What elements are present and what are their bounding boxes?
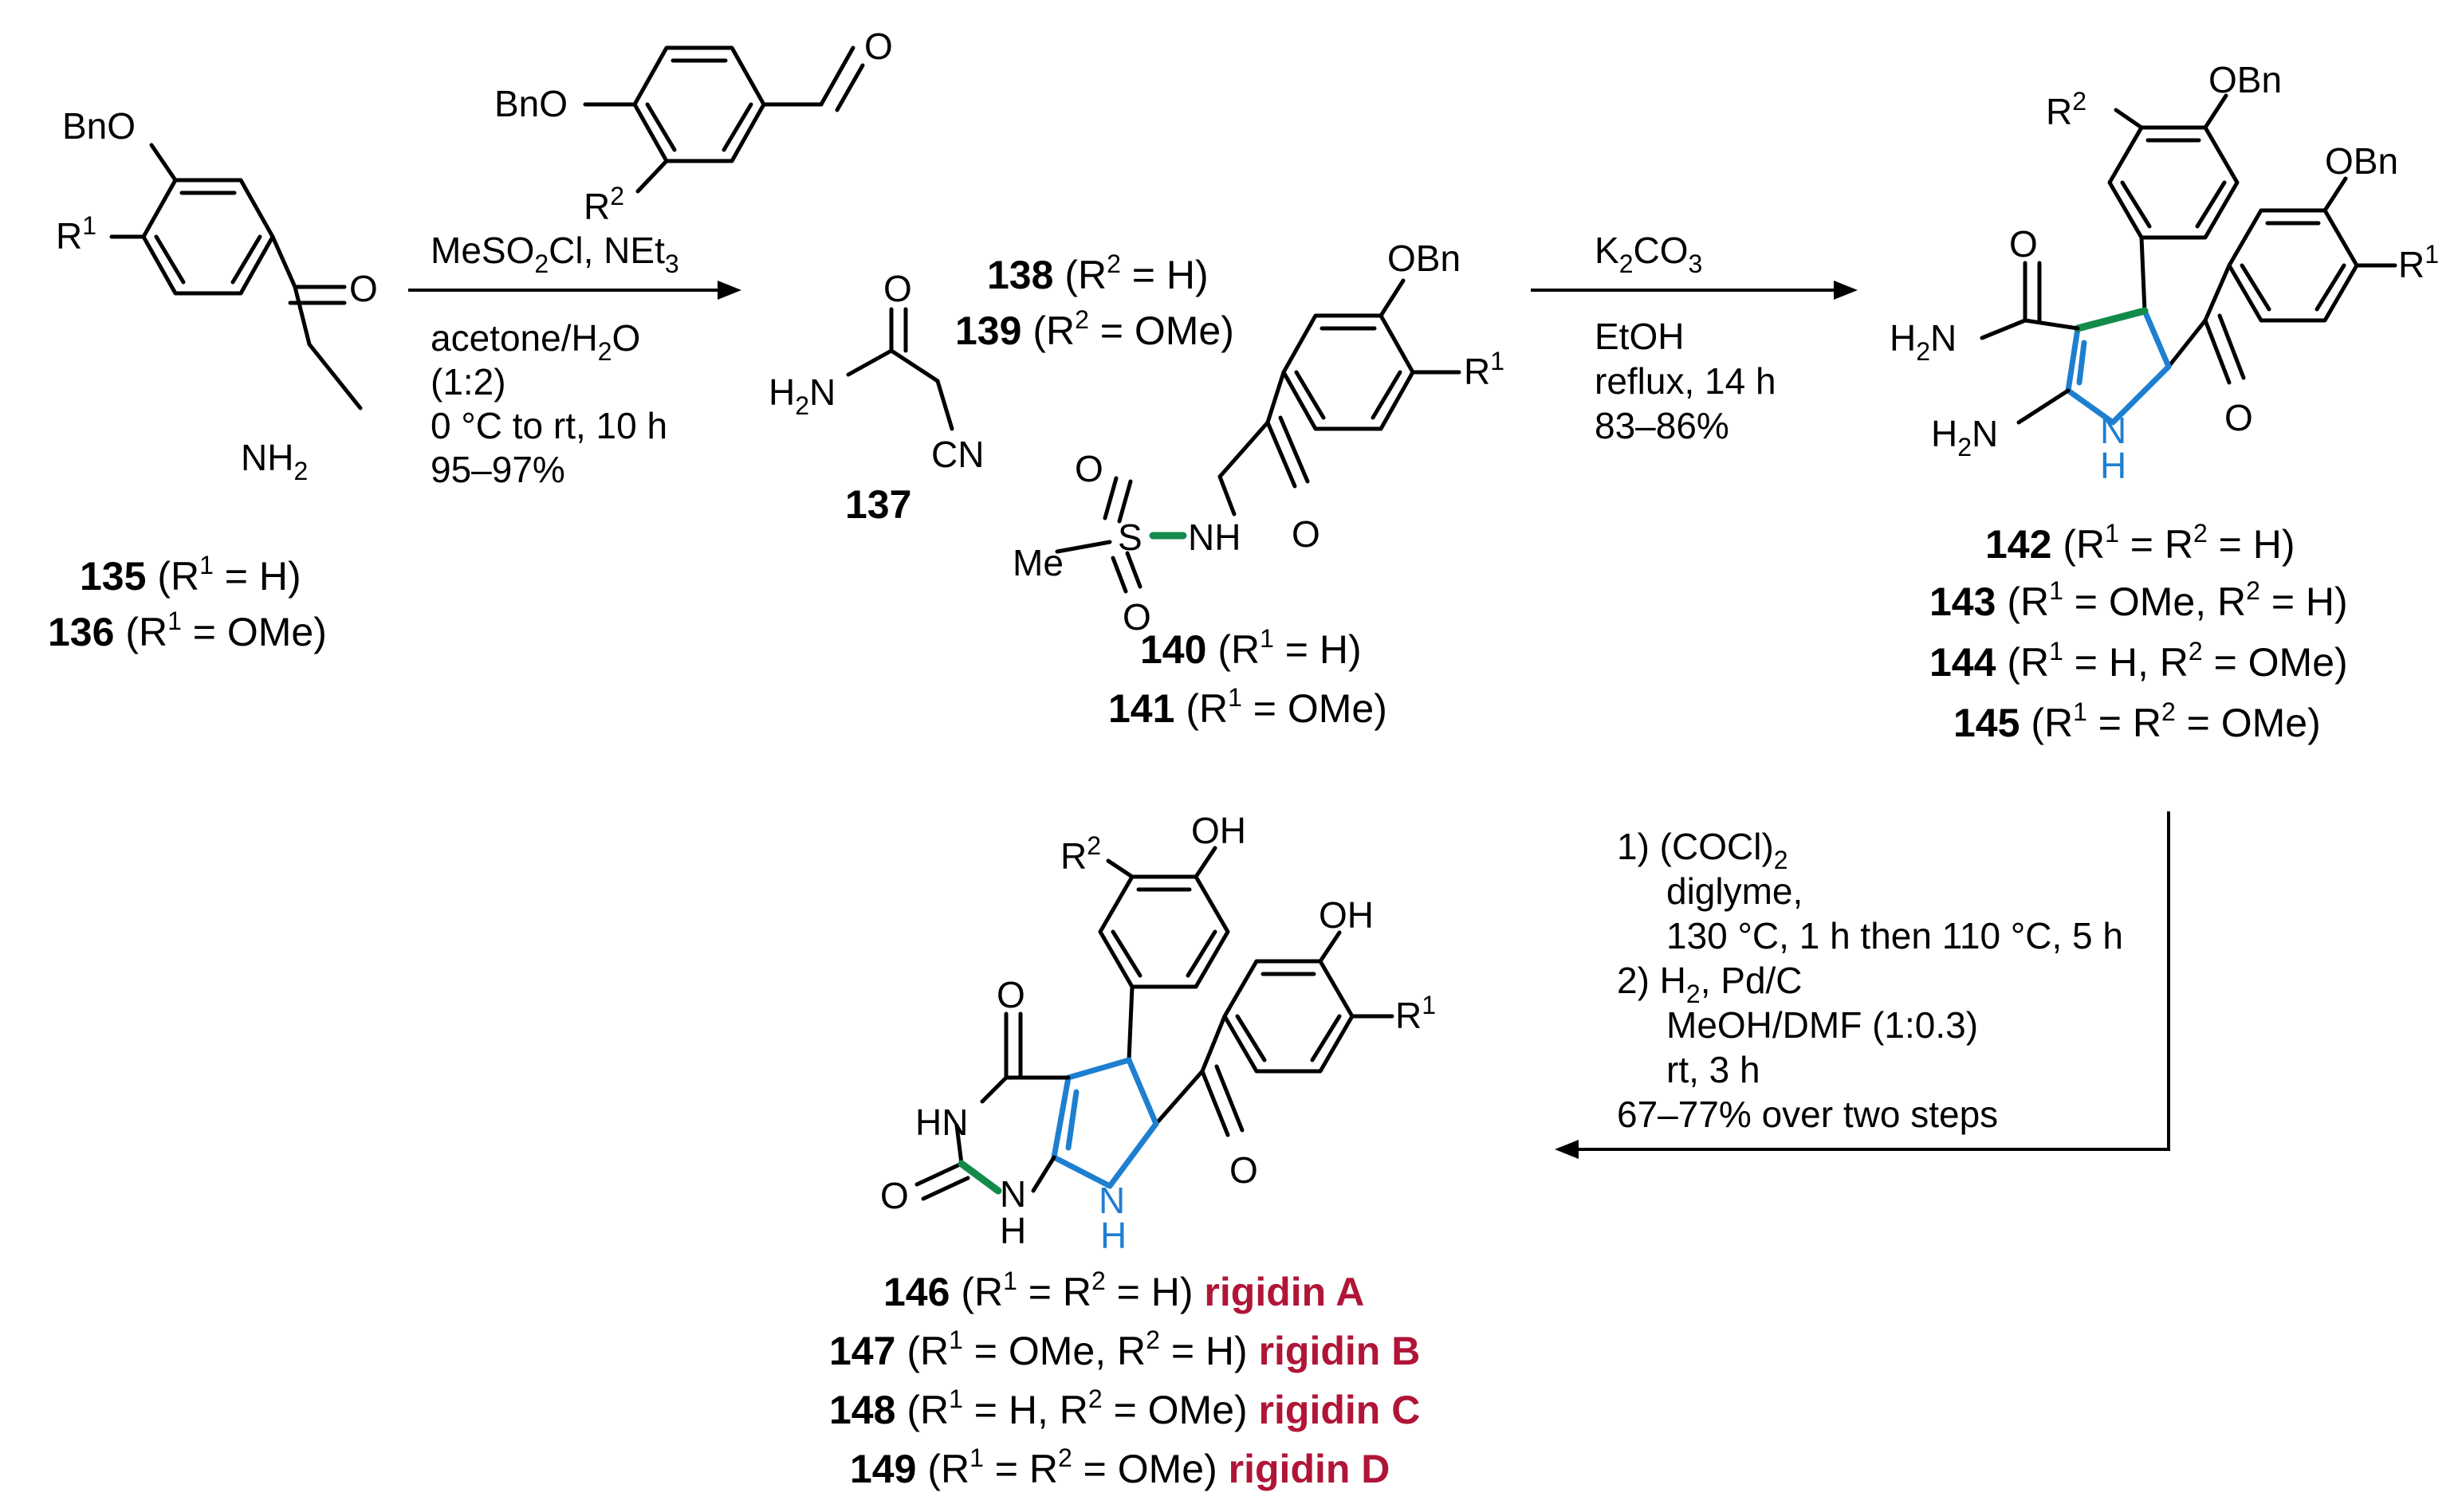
product-pyrrole-n-label: N bbox=[1099, 1180, 1125, 1221]
aldehyde-bno-label: BnO bbox=[494, 83, 568, 124]
compound-label-146: 146 (R1 = R2 = H) rigidin A bbox=[883, 1267, 1364, 1314]
sulfur-label: S bbox=[1118, 516, 1143, 558]
bno-label: BnO bbox=[62, 105, 136, 147]
pyrrole-amino-label: H2N bbox=[1931, 413, 1998, 461]
compound-label-138: 138 (R2 = H) bbox=[987, 249, 1209, 297]
step3-solvent-2: MeOH/DMF (1:0.3) bbox=[1666, 1004, 1978, 1046]
step1-yield: 95–97% bbox=[431, 449, 565, 490]
amide-h2n-label: H2N bbox=[769, 371, 836, 420]
aldehyde-structure: O BnO R2 bbox=[494, 26, 893, 227]
sulfonyl-o-top-label: O bbox=[1075, 448, 1103, 489]
sulfonamide-obn-label: OBn bbox=[1387, 238, 1461, 279]
step1-conditions: 0 °C to rt, 10 h bbox=[431, 405, 667, 446]
step2-yield: 83–86% bbox=[1595, 405, 1729, 446]
rigidin-structure: O HN O N H N H O R2 OH OH R1 bbox=[880, 810, 1436, 1256]
step1-ratio: (1:2) bbox=[431, 361, 506, 403]
compound-label-142: 142 (R1 = R2 = H) bbox=[1985, 519, 2295, 567]
step2-solvent: EtOH bbox=[1595, 316, 1684, 357]
step1-solvent: acetone/H2O bbox=[431, 317, 640, 366]
product-r1-label: R1 bbox=[1395, 991, 1436, 1036]
carbonyl-o-label: O bbox=[349, 268, 378, 309]
step3-conditions-2: rt, 3 h bbox=[1666, 1049, 1760, 1090]
pyrrole-r2-label: R2 bbox=[2046, 87, 2086, 132]
reaction-arrow-step3 bbox=[1555, 811, 2170, 1159]
step3-reagent-2: 2) H2, Pd/C bbox=[1617, 960, 1803, 1008]
pyrrole-n-label: N bbox=[2100, 410, 2126, 451]
r1-label: R1 bbox=[56, 211, 96, 257]
pyrrole-amide-nh2-label: H2N bbox=[1890, 317, 1957, 366]
pyrrole-structure: O H2N H2N N H O R2 OBn OBn R1 bbox=[1890, 59, 2439, 486]
pyrrole-ketone-o-label: O bbox=[2224, 397, 2253, 438]
sulfonamide-nh-label: NH bbox=[1188, 516, 1241, 558]
product-ring-n-label: N bbox=[1000, 1173, 1026, 1215]
step2-base: K2CO3 bbox=[1595, 230, 1702, 278]
product-r2-label: R2 bbox=[1060, 831, 1101, 877]
product-o-top-label: O bbox=[997, 974, 1025, 1015]
pyrrole-obn-top-label: OBn bbox=[2208, 59, 2282, 100]
step2-conditions: reflux, 14 h bbox=[1595, 360, 1776, 402]
step1-reagent-line1: MeSO2Cl, NEt3 bbox=[431, 230, 679, 278]
reactant-aminoketone: BnO R1 O NH2 bbox=[56, 105, 378, 485]
sulfonamide-r1-label: R1 bbox=[1464, 347, 1504, 392]
product-ketone-o-label: O bbox=[1229, 1149, 1258, 1191]
compound-label-135: 135 (R1 = H) bbox=[80, 551, 301, 599]
amide-o-label: O bbox=[883, 268, 912, 309]
methyl-label: Me bbox=[1013, 542, 1064, 583]
product-hn-label: HN bbox=[915, 1102, 968, 1143]
product-pyrrole-h-label: H bbox=[1100, 1215, 1127, 1256]
product-ring-h-label: H bbox=[1000, 1210, 1026, 1251]
product-oh-top-label: OH bbox=[1191, 810, 1246, 851]
amine-label: NH2 bbox=[241, 437, 308, 485]
sulfonamide-structure: OBn R1 O O S Me NH O bbox=[1013, 238, 1504, 638]
reaction-arrow-step1 bbox=[408, 281, 741, 300]
aldehyde-r2-label: R2 bbox=[584, 182, 624, 227]
step3-conditions-1: 130 °C, 1 h then 110 °C, 5 h bbox=[1666, 915, 2123, 956]
pyrrole-h-label: H bbox=[2100, 445, 2126, 486]
product-o-left-label: O bbox=[880, 1175, 909, 1216]
product-oh-right-label: OH bbox=[1319, 894, 1374, 936]
compound-label-148: 148 (R1 = H, R2 = OMe) rigidin C bbox=[829, 1384, 1420, 1432]
step3-solvent: diglyme, bbox=[1666, 870, 1803, 912]
cyanoacetamide-structure: O H2N CN bbox=[769, 268, 984, 475]
aldehyde-o-label: O bbox=[864, 26, 893, 67]
compound-label-143: 143 (R1 = OMe, R2 = H) bbox=[1929, 576, 2348, 624]
compound-label-136: 136 (R1 = OMe) bbox=[48, 607, 327, 654]
compound-label-149: 149 (R1 = R2 = OMe) rigidin D bbox=[850, 1443, 1390, 1491]
compound-label-140: 140 (R1 = H) bbox=[1140, 624, 1362, 672]
compound-label-137: 137 bbox=[845, 482, 911, 527]
pyrrole-obn-right-label: OBn bbox=[2325, 140, 2398, 182]
sulfonyl-o-bottom-label: O bbox=[1123, 596, 1151, 638]
compound-label-141: 141 (R1 = OMe) bbox=[1108, 683, 1387, 731]
pyrrole-amide-o-label: O bbox=[2009, 223, 2038, 265]
step3-reagent-1: 1) (COCl)2 bbox=[1617, 826, 1788, 874]
compound-label-144: 144 (R1 = H, R2 = OMe) bbox=[1929, 637, 2348, 685]
step3-yield: 67–77% over two steps bbox=[1617, 1094, 1998, 1135]
compound-label-147: 147 (R1 = OMe, R2 = H) rigidin B bbox=[829, 1325, 1420, 1373]
pyrrole-r1-label: R1 bbox=[2398, 240, 2439, 285]
sulfonamide-carbonyl-o-label: O bbox=[1292, 513, 1320, 555]
compound-label-139: 139 (R2 = OMe) bbox=[955, 305, 1234, 353]
compound-label-145: 145 (R1 = R2 = OMe) bbox=[1953, 697, 2321, 745]
reaction-arrow-step2 bbox=[1531, 281, 1858, 300]
nitrile-label: CN bbox=[931, 434, 984, 475]
